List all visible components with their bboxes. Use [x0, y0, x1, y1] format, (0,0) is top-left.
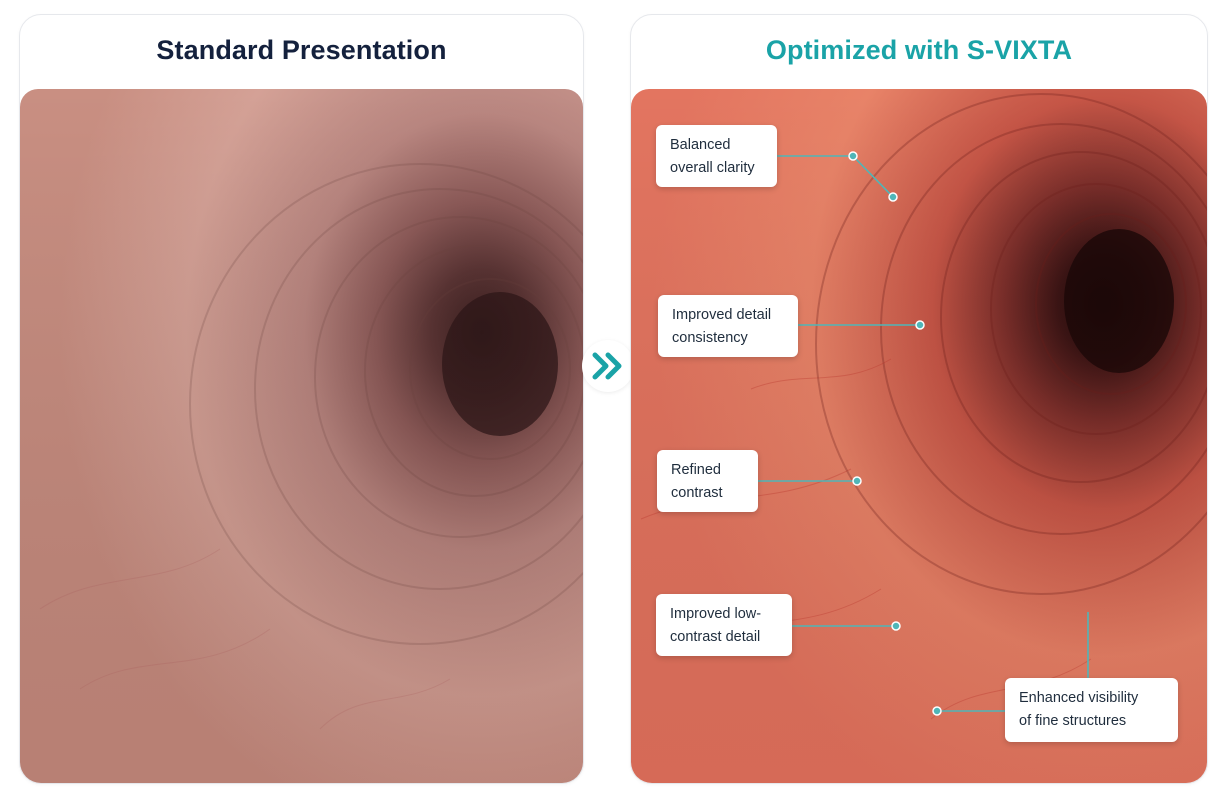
callout-line: of fine structures — [1019, 713, 1127, 729]
callout-line: Improved low- — [670, 606, 762, 622]
callout-fine-structures: Enhanced visibility of fine structures — [1005, 678, 1178, 742]
callout-balanced-clarity: Balanced overall clarity — [656, 125, 777, 187]
standard-panel: Standard Presentation — [19, 14, 584, 784]
callout-line: Improved detail — [672, 307, 772, 323]
callout-line: consistency — [672, 330, 748, 346]
callout-refined-contrast: Refined contrast — [657, 450, 758, 512]
callout-line: Enhanced visibility — [1019, 690, 1139, 706]
optimized-endoscopy-image — [631, 89, 1207, 783]
optimized-title: Optimized with S-VIXTA — [765, 35, 1073, 65]
standard-endoscopy-image — [20, 89, 583, 783]
callout-line: contrast detail — [670, 629, 761, 645]
callout-line: Balanced — [670, 137, 731, 153]
callout-line: overall clarity — [670, 160, 755, 176]
standard-title: Standard Presentation — [156, 35, 447, 65]
callout-line: contrast — [671, 485, 723, 501]
callout-low-contrast-detail: Improved low- contrast detail — [656, 594, 792, 656]
callout-line: Refined — [671, 462, 721, 478]
callout-detail-consistency: Improved detail consistency — [658, 295, 798, 357]
double-chevron-right-icon — [582, 340, 634, 392]
